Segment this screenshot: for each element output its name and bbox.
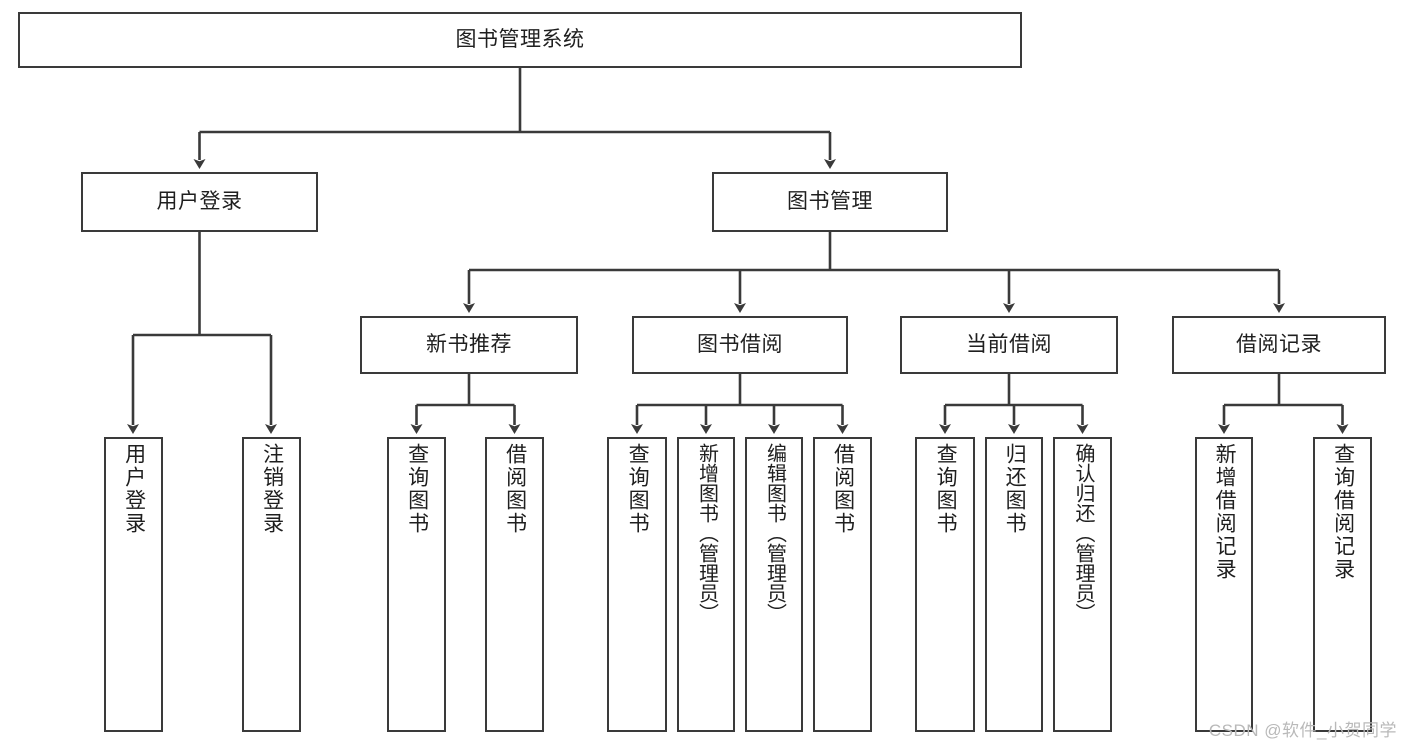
node-leaf-borrow-book-2-label: 借阅图书 [831,443,855,535]
node-leaf-query-book-3-label: 查询图书 [934,443,958,535]
node-leaf-confirm-return[interactable]: 确认归还（管理员） [1053,437,1112,732]
node-leaf-query-book-1-label: 查询图书 [405,443,429,535]
node-user-login[interactable]: 用户登录 [81,172,318,232]
node-root-label: 图书管理系统 [455,27,585,51]
node-new-book-rec[interactable]: 新书推荐 [360,316,578,374]
node-leaf-query-book-1[interactable]: 查询图书 [387,437,446,732]
node-leaf-edit-book[interactable]: 编辑图书（管理员） [745,437,803,732]
node-leaf-borrow-book-1[interactable]: 借阅图书 [485,437,544,732]
node-leaf-logout[interactable]: 注销登录 [242,437,301,732]
node-book-manage[interactable]: 图书管理 [712,172,948,232]
node-user-login-label: 用户登录 [156,189,243,213]
node-leaf-add-record[interactable]: 新增借阅记录 [1195,437,1253,732]
node-leaf-borrow-book-1-label: 借阅图书 [503,443,527,535]
node-leaf-borrow-book-2[interactable]: 借阅图书 [813,437,872,732]
node-leaf-return-book-label: 归还图书 [1003,443,1027,535]
node-current-borrow[interactable]: 当前借阅 [900,316,1118,374]
node-leaf-query-book-2[interactable]: 查询图书 [607,437,667,732]
node-leaf-add-record-label: 新增借阅记录 [1213,443,1237,581]
node-leaf-logout-label: 注销登录 [260,443,284,535]
node-leaf-return-book[interactable]: 归还图书 [985,437,1043,732]
node-leaf-edit-book-label: 编辑图书（管理员） [763,443,786,623]
node-leaf-query-record-label: 查询借阅记录 [1331,443,1355,581]
node-current-borrow-label: 当前借阅 [966,332,1052,356]
node-leaf-query-book-3[interactable]: 查询图书 [915,437,975,732]
node-book-borrow[interactable]: 图书借阅 [632,316,848,374]
node-leaf-add-book[interactable]: 新增图书（管理员） [677,437,735,732]
node-borrow-record-label: 借阅记录 [1236,332,1322,356]
node-book-manage-label: 图书管理 [787,189,873,213]
node-leaf-user-login-label: 用户登录 [122,443,146,535]
node-new-book-rec-label: 新书推荐 [426,332,512,356]
node-leaf-query-book-2-label: 查询图书 [626,443,650,535]
node-leaf-confirm-return-label: 确认归还（管理员） [1072,443,1094,623]
watermark-text: CSDN @软件_小贺同学 [1208,721,1397,740]
node-leaf-add-book-label: 新增图书（管理员） [695,443,718,623]
node-leaf-query-record[interactable]: 查询借阅记录 [1313,437,1372,732]
node-root[interactable]: 图书管理系统 [18,12,1022,68]
node-leaf-user-login[interactable]: 用户登录 [104,437,163,732]
node-borrow-record[interactable]: 借阅记录 [1172,316,1386,374]
node-book-borrow-label: 图书借阅 [697,332,783,356]
